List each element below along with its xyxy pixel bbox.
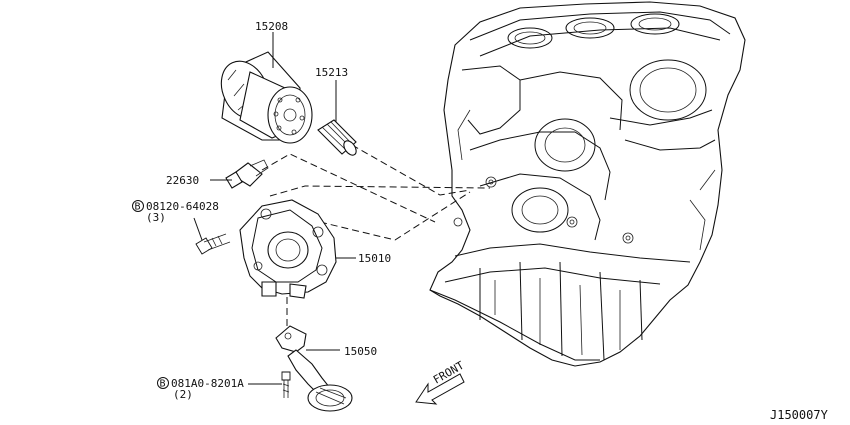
- callout-connector: 15213: [315, 66, 348, 79]
- bolt-symbol-letter-2: B: [160, 379, 166, 390]
- leader-pump-bolt: [193, 217, 203, 241]
- callout-oil-strainer: 15050: [344, 345, 377, 358]
- callout-pressure-switch: 22630: [166, 174, 199, 187]
- figure-code: J150007Y: [770, 408, 829, 422]
- engine-block: [429, 1, 746, 367]
- assembly-lines: [261, 144, 491, 330]
- bolt-symbol-icon: [132, 200, 144, 212]
- callout-oil-pump: 15010: [358, 252, 391, 265]
- oil-pressure-switch: [225, 159, 269, 189]
- callout-strainer-bolt-qty: (2): [173, 388, 193, 401]
- front-arrow-icon: [415, 373, 465, 405]
- callout-pump-bolt: 08120-64028: [146, 200, 219, 213]
- strainer-bolt: [281, 371, 291, 398]
- callout-pump-bolt-qty: (3): [146, 211, 166, 224]
- pump-bolt: [195, 233, 231, 255]
- callout-strainer-bolt: 081A0-8201A: [171, 377, 244, 390]
- oil-filter: [220, 51, 313, 144]
- bolt-symbol-letter: B: [135, 202, 141, 213]
- oil-pump: [239, 199, 337, 299]
- bolt-symbol-icon-2: [157, 377, 169, 389]
- callout-oil-filter: 15208: [255, 20, 288, 33]
- oil-filter-connector: [317, 119, 357, 156]
- oil-strainer: [275, 325, 353, 412]
- direction-label: FRONT: [431, 359, 467, 387]
